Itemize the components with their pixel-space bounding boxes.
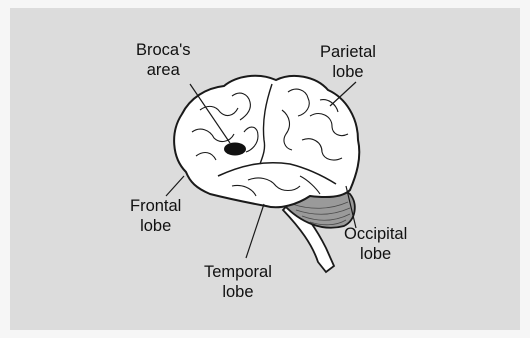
label-occipital-lobe-line1: Occipital <box>344 224 407 244</box>
cerebrum-outline <box>174 76 359 208</box>
label-brocas-area: Broca's area <box>136 40 191 80</box>
leader-frontal <box>166 176 184 196</box>
label-parietal-lobe-line2: lobe <box>320 62 376 82</box>
label-parietal-lobe: Parietal lobe <box>320 42 376 82</box>
broca-area-spot <box>224 143 246 156</box>
label-brocas-area-line2: area <box>136 60 191 80</box>
leader-temporal <box>246 204 264 258</box>
label-frontal-lobe-line2: lobe <box>130 216 181 236</box>
label-temporal-lobe-line1: Temporal <box>204 262 272 282</box>
label-temporal-lobe: Temporal lobe <box>204 262 272 302</box>
label-frontal-lobe: Frontal lobe <box>130 196 181 236</box>
label-temporal-lobe-line2: lobe <box>204 282 272 302</box>
label-occipital-lobe-line2: lobe <box>344 244 407 264</box>
label-parietal-lobe-line1: Parietal <box>320 42 376 62</box>
label-frontal-lobe-line1: Frontal <box>130 196 181 216</box>
label-occipital-lobe: Occipital lobe <box>344 224 407 264</box>
label-brocas-area-line1: Broca's <box>136 40 191 60</box>
